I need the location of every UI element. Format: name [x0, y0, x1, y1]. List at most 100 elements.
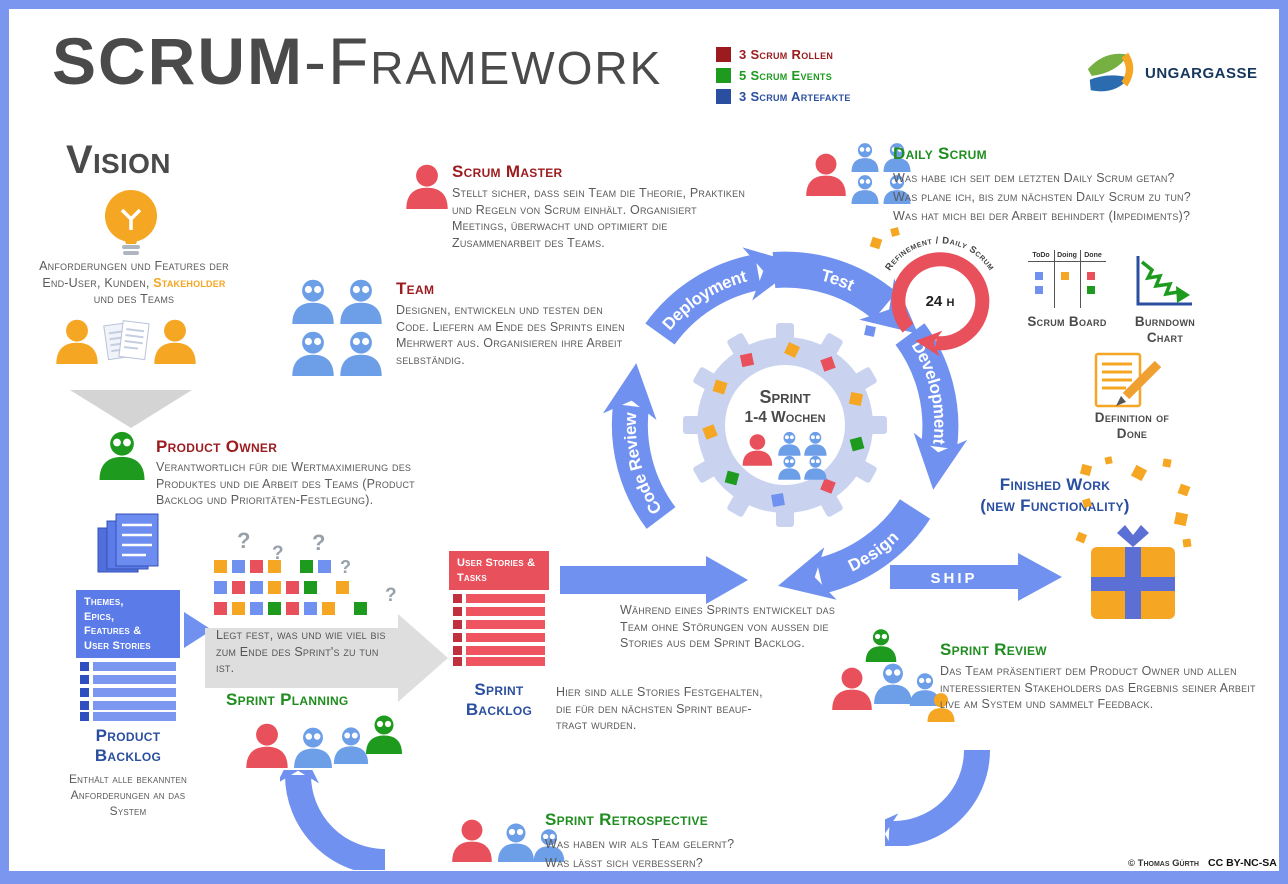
retro-question: Was haben wir als Team gelernt?: [545, 837, 735, 851]
requirements-docs-icon: [103, 320, 150, 361]
definition-of-done-label: Definition of Done: [1094, 410, 1170, 442]
daily-scrum-master-icon: [806, 153, 846, 196]
board-card: [1087, 272, 1095, 280]
task-square: [232, 560, 245, 573]
sprint-backlog-item-row: [453, 607, 545, 617]
sprint-backlog-item-row: [453, 657, 545, 668]
sprint-cycle: Sprint 1-4 Wochen Deployment Test Develo…: [602, 247, 968, 600]
ship-arrow: SHIP: [890, 553, 1062, 601]
task-square: [890, 227, 900, 237]
task-square: [268, 602, 281, 615]
daily-scrum-questions: Was habe ich seit dem letzten Daily Scru…: [893, 169, 1238, 225]
question-mark: ?: [385, 585, 397, 606]
task-square: [250, 560, 263, 573]
daily-team-member-icon: [850, 174, 880, 204]
finished-work-line2: (new Functionality): [980, 496, 1130, 516]
definition-of-done-icon: [1094, 352, 1162, 408]
planning-scrum-master-icon: [246, 723, 288, 768]
scrum-board-label: Scrum Board: [1027, 314, 1107, 329]
team-member-icon: [338, 330, 384, 376]
sprint-backlog-desc-line: Hier sind alle Stories Festgehalten,: [556, 685, 763, 699]
planning-team-member-icon: [292, 726, 334, 768]
burndown-chart-label: Burndown Chart: [1134, 314, 1196, 346]
daily-scrum-heading: Daily Scrum: [893, 144, 987, 163]
board-divider: [1054, 250, 1055, 308]
refinement-24h-label: 24 h: [926, 293, 955, 310]
task-square: [869, 236, 883, 250]
retro-question: Was lässt sich verbessern?: [545, 855, 703, 870]
team-description: Designen, entwickeln und testen den Code…: [396, 303, 625, 367]
legend: 3 Scrum Rollen 5 Scrum Events 3 Scrum Ar…: [716, 47, 851, 110]
board-card: [1087, 286, 1095, 294]
task-square: [214, 602, 227, 615]
task-square: [354, 602, 367, 615]
backlog-line-stories: User Stories: [84, 639, 151, 652]
roles-color-swatch: [716, 47, 731, 62]
sprint-backlog-box: User Stories & Tasks: [449, 551, 549, 669]
sprint-planning-arrow-text: Legt fest, was und wie viel bis zum Ende…: [216, 628, 386, 675]
refinement-loop: Refinement / Daily Scrum 24 h: [864, 227, 996, 357]
stakeholder-icon: [56, 319, 98, 364]
board-divider: [1080, 250, 1081, 308]
retro-scrum-master-icon: [452, 819, 492, 862]
sprint-backlog-desc-line: die für den nächsten Sprint beauf-: [556, 701, 752, 716]
task-square: [232, 602, 245, 615]
cycle-band-test: [772, 251, 919, 334]
logo-text: UNGARGASSE: [1145, 64, 1258, 82]
legend-events: 5 Scrum Events: [716, 68, 851, 83]
task-square: [286, 602, 299, 615]
scrum-master-icon: [406, 164, 448, 209]
team-member-icon: [338, 278, 384, 324]
cycle-band-design: [777, 498, 931, 600]
team-member-icon: [290, 330, 336, 376]
backlog-item-row: [80, 675, 176, 685]
daily-question: Was hat mich bei der Arbeit behindert (I…: [893, 208, 1191, 223]
author-credit: © Thomas Gürth: [1128, 858, 1199, 869]
burndown-chart-icon: [1136, 256, 1192, 306]
daily-question: Was habe ich seit dem letzten Daily Scru…: [893, 171, 1175, 185]
review-product-owner-icon: [864, 628, 898, 662]
legend-events-label: 5 Scrum Events: [739, 68, 832, 83]
task-square: [304, 602, 317, 615]
legend-artifacts: 3 Scrum Artefakte: [716, 89, 851, 104]
backlog-item-row: [80, 701, 176, 711]
sprint-backlog-item-row: [453, 620, 545, 630]
sprint-retrospective-questions: Was haben wir als Team gelernt? Was läss…: [545, 835, 845, 873]
board-card: [1035, 286, 1043, 294]
planning-product-owner-icon: [364, 714, 404, 754]
board-card: [1061, 272, 1069, 280]
review-to-retro-arrow: [885, 749, 991, 846]
backlog-right-arrow: [184, 612, 212, 648]
scrum-master-heading: Scrum Master: [452, 162, 563, 181]
task-square: [268, 581, 281, 594]
vision-heading: Vision: [66, 138, 171, 182]
question-mark: ?: [237, 528, 251, 553]
vision-stakeholder: Stakeholder: [153, 275, 226, 290]
backlog-line-features: Features &: [84, 625, 142, 638]
board-col-todo: ToDo: [1032, 252, 1050, 259]
scrum-board-icon: ToDo Doing Done: [1028, 250, 1106, 308]
task-square: [300, 560, 313, 573]
sprint-input-arrow: [560, 556, 748, 604]
daily-question: Was plane ich, bis zum nächsten Daily Sc…: [893, 189, 1191, 204]
product-backlog-heading: Product Backlog: [94, 726, 162, 765]
product-owner-icon: [97, 430, 147, 480]
task-square: [864, 325, 876, 337]
license-label: CC BY-NC-SA: [1208, 857, 1277, 869]
sprint-backlog-heading: Sprint Backlog: [465, 680, 533, 719]
product-owner-heading: Product Owner: [156, 437, 278, 456]
customer-icon: [154, 319, 196, 364]
page-title-scrum: SCRUM: [52, 24, 304, 98]
backlog-item-row: [80, 712, 176, 723]
task-square: [268, 560, 281, 573]
school-logo: UNGARGASSE: [1080, 48, 1258, 98]
product-owner-description: Verantwortlich für die Wertmaximierung d…: [156, 460, 415, 507]
refinement-circle-arrow: [891, 252, 990, 357]
backlog-line-themes: Themes,: [84, 596, 124, 608]
sprint-planning-arrow: [205, 614, 448, 702]
lightbulb-icon: [105, 190, 157, 255]
sprint-center-label: Sprint: [759, 387, 810, 407]
vision-text-pre: Anforderungen und Features der End-User,…: [39, 259, 229, 290]
legend-roles: 3 Scrum Rollen: [716, 47, 851, 62]
artifacts-color-swatch: [716, 89, 731, 104]
